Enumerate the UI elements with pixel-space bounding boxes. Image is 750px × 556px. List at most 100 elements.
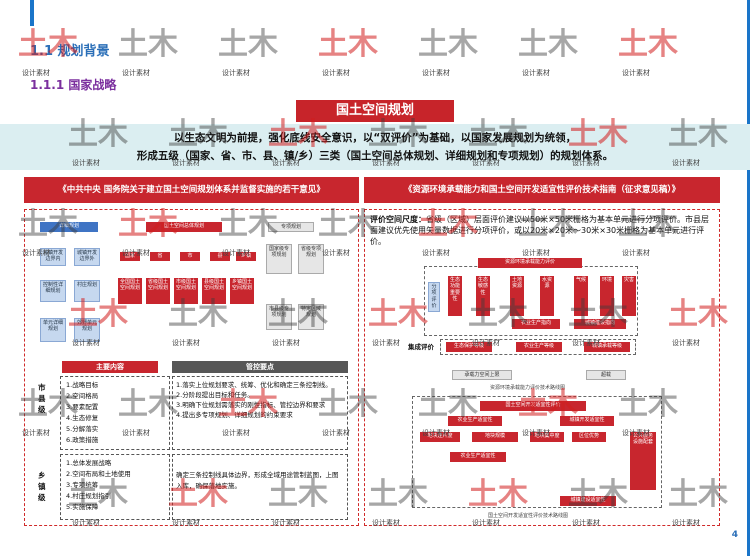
watermark-caption: 设计素材 — [472, 339, 500, 347]
diagram2-row3-1: 农业生产适宜性 — [450, 452, 506, 462]
watermark-glyph: 土木 — [218, 387, 278, 422]
watermark-glyph: 土木 — [518, 207, 578, 242]
diagram2-row3-2: 城镇建设适宜性 — [560, 496, 616, 506]
watermark-glyph: 土木 — [418, 387, 478, 422]
section-title: 1.1 规划背景 — [30, 44, 110, 59]
watermark-glyph: 土木 — [118, 387, 178, 422]
watermark-caption: 设计素材 — [72, 339, 100, 347]
master-item-4: 县级国土空间规划 — [202, 278, 226, 304]
diagram1-caption: 资源环境承载能力评价技术路线图 — [490, 385, 566, 391]
category-master: 国土空间总体规划 — [146, 222, 222, 232]
county-content-1: 1.战略目标 — [66, 381, 99, 389]
watermark-caption: 设计素材 — [122, 69, 150, 77]
watermark-caption: 设计素材 — [572, 159, 600, 167]
key-points-list: 1.落实上位规划要求、统筹、优化和确定三条控制线。 2.分阶段提出目标和任务。 … — [176, 380, 346, 420]
special-item-2: 省级专项规划 — [298, 244, 324, 274]
watermark-glyph: 土木 — [168, 477, 228, 512]
watermark-glyph: 土木 — [468, 297, 528, 332]
county-content-6: 6.政策措施 — [66, 436, 99, 444]
watermark-glyph: 土木 — [18, 207, 78, 242]
watermark-glyph: 土木 — [118, 207, 178, 242]
watermark-caption: 设计素材 — [122, 429, 150, 437]
watermark-glyph: 土木 — [18, 27, 78, 62]
watermark-caption: 设计素材 — [272, 519, 300, 527]
town-content-1: 1.总体发展战略 — [66, 459, 112, 467]
diagram2-row1-1: 农业生产适宜性 — [448, 416, 502, 426]
intro-line-1: 以生态文明为前提，强化底线安全意识，以“双评价”为基础，以国家发展规划为统领， — [173, 132, 577, 144]
diagram1-row3-1: 生态保护等级 — [446, 342, 492, 352]
master-item-2: 省级国土空间规划 — [146, 278, 170, 304]
watermark-glyph: 土木 — [268, 477, 328, 512]
master-item-3: 市级国土空间规划 — [174, 278, 198, 304]
accent-bar — [30, 0, 34, 26]
level-2: 省 — [150, 252, 170, 261]
watermark-caption: 设计素材 — [422, 429, 450, 437]
county-contents-list: 1.战略目标 2.空间格局 3.要素配置 4.生态修复 5.分解落实 6.政策措… — [66, 380, 166, 446]
watermark-glyph: 土木 — [318, 207, 378, 242]
watermark-caption: 设计素材 — [522, 69, 550, 77]
watermark-caption: 设计素材 — [622, 69, 650, 77]
watermark-caption: 设计素材 — [372, 159, 400, 167]
factor-7: 灾害 — [622, 276, 636, 316]
master-item-5: 乡镇国土空间规划 — [230, 278, 254, 304]
subsection-title: 1.1.1 国家战略 — [30, 78, 117, 92]
watermark-caption: 设计素材 — [222, 429, 250, 437]
town-content-2: 2.空间布局和土地使用 — [66, 470, 131, 478]
watermark-caption: 设计素材 — [72, 159, 100, 167]
detail-item-3: 控制性详细规划 — [40, 280, 66, 302]
watermark-caption: 设计素材 — [422, 69, 450, 77]
factor-5: 气候 — [574, 276, 588, 316]
factor-4: 水资源 — [540, 276, 554, 316]
diagram2-row2-3: 地块集中度 — [530, 432, 564, 442]
category-detail: 详细规划 — [40, 222, 98, 232]
watermark-glyph: 土木 — [418, 27, 478, 62]
detail-item-6: 郊野单元规划 — [74, 318, 100, 342]
watermark-caption: 设计素材 — [172, 159, 200, 167]
watermark-glyph: 土木 — [618, 207, 678, 242]
watermark-caption: 设计素材 — [322, 69, 350, 77]
watermark-glyph: 土木 — [468, 477, 528, 512]
right-edge-bar — [747, 0, 750, 556]
key-point-2: 2.分阶段提出目标和任务。 — [176, 391, 254, 399]
intro-band: 以生态文明为前提，强化底线安全意识，以“双评价”为基础，以国家发展规划为统领， … — [0, 124, 750, 170]
factor-3: 土地资源 — [510, 276, 524, 316]
diagram2-frame — [412, 396, 662, 508]
watermark-glyph: 土木 — [368, 297, 428, 332]
detail-item-5: 单元详细规划 — [40, 318, 66, 342]
town-contents-list: 1.总体发展战略 2.空间布局和土地使用 3.专项统筹 4.村庄规划指引 5.实… — [66, 458, 170, 513]
special-item-1: 国家级专项规划 — [266, 244, 292, 274]
contents-header: 主要内容 — [62, 361, 158, 373]
watermark-glyph: 土木 — [618, 387, 678, 422]
diagram1-row2-2: 城镇建设指向 — [574, 319, 626, 329]
diagram1-title: 资源环境承载能力评价 — [478, 258, 582, 268]
key-points-header: 管控要点 — [172, 361, 348, 373]
level-3: 市 — [180, 252, 200, 261]
watermark-glyph: 土木 — [668, 477, 728, 512]
eval-scale-body: 省级（区域）层面评价建议以50米×50米栅格为基本单元进行分项评价。市县层面建议… — [370, 215, 710, 246]
watermark-glyph: 土木 — [568, 297, 628, 332]
town-content-4: 4.村庄规划指引 — [66, 492, 112, 500]
special-item-3: 市县级专项规划 — [266, 304, 292, 330]
county-content-4: 4.生态修复 — [66, 414, 99, 422]
watermark-caption: 设计素材 — [172, 339, 200, 347]
watermark-glyph: 土木 — [18, 387, 78, 422]
diagram1-row2-1: 农业生产指向 — [512, 319, 560, 329]
watermark-glyph: 土木 — [318, 27, 378, 62]
key-point-4: 4.提出多专项规划、详细规划的约束要求 — [176, 411, 293, 419]
integrate-label: 集成评价 — [408, 343, 434, 351]
right-panel — [364, 209, 720, 526]
key-point-1: 1.落实上位规划要求、统筹、优化和确定三条控制线。 — [176, 381, 332, 389]
watermark-caption: 设计素材 — [372, 519, 400, 527]
watermark-glyph: 土木 — [318, 387, 378, 422]
diagram2-caption: 国土空间开发适宜性评价技术路线图 — [488, 513, 569, 519]
town-key-point: 确定三条控制线具体边界，形成全域用途管制蓝图，上图入库，确保落地实施。 — [176, 471, 339, 490]
watermark-caption: 设计素材 — [222, 69, 250, 77]
detail-item-1: 城镇开发边界内 — [40, 248, 66, 266]
watermark-caption: 设计素材 — [322, 429, 350, 437]
master-item-1: 全国国土空间规划 — [118, 278, 142, 304]
watermark-glyph: 土木 — [168, 297, 228, 332]
diagram2-title: 国土空间开发适宜性评价 — [480, 401, 586, 411]
eval-scale-text: 评价空间尺度：省级（区域）层面评价建议以50米×50米栅格为基本单元进行分项评价… — [370, 214, 715, 247]
detail-item-4: 村庄规划 — [74, 280, 100, 302]
